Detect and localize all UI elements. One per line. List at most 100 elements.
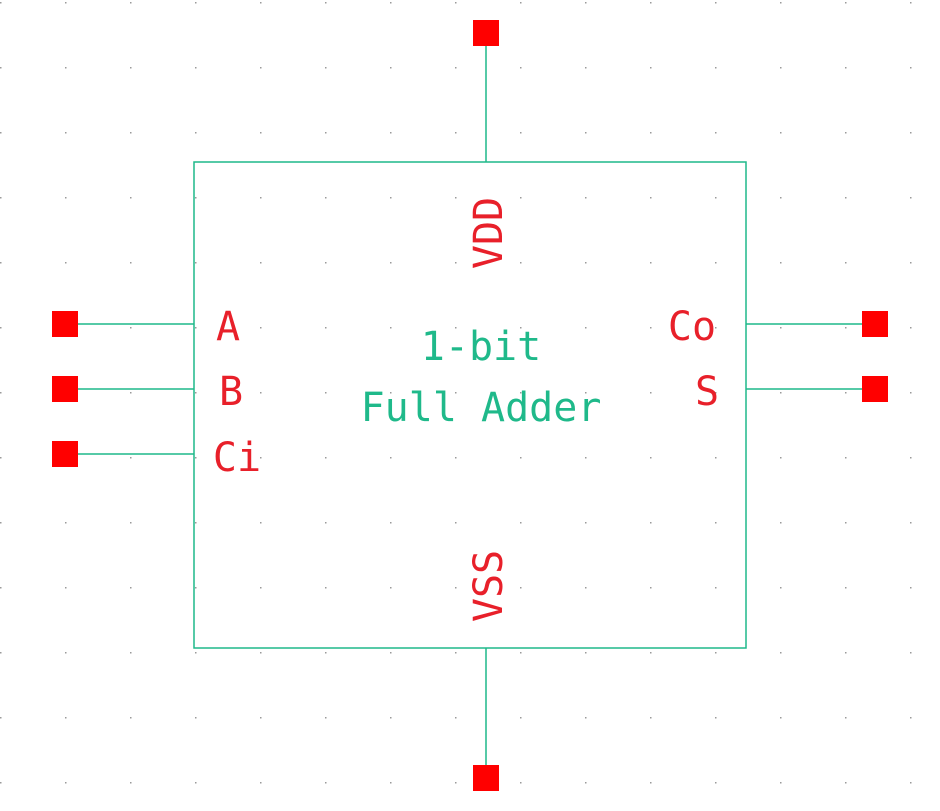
grid-dot xyxy=(65,197,67,199)
grid-dot xyxy=(585,327,587,329)
grid-dot xyxy=(195,132,197,134)
grid-dot xyxy=(650,717,652,719)
grid-dot xyxy=(0,197,2,199)
pin-marker-ci[interactable] xyxy=(52,441,78,467)
grid-dot xyxy=(715,587,717,589)
pin-label-s: S xyxy=(695,369,719,415)
pin-marker-co[interactable] xyxy=(862,311,888,337)
grid-dot xyxy=(780,2,782,4)
grid-dot xyxy=(585,522,587,524)
grid-dot xyxy=(325,652,327,654)
grid-dot xyxy=(0,2,2,4)
grid-dot xyxy=(390,392,392,394)
grid-dots xyxy=(0,2,912,784)
grid-dot xyxy=(130,392,132,394)
grid-dot xyxy=(195,327,197,329)
grid-dot xyxy=(0,782,2,784)
grid-dot xyxy=(0,327,2,329)
grid-dot xyxy=(0,457,2,459)
grid-dot xyxy=(780,717,782,719)
grid-dot xyxy=(65,587,67,589)
grid-dot xyxy=(390,262,392,264)
grid-dot xyxy=(910,197,912,199)
grid-dot xyxy=(650,652,652,654)
grid-dot xyxy=(910,67,912,69)
grid-dot xyxy=(715,67,717,69)
grid-dot xyxy=(910,262,912,264)
pin-marker-b[interactable] xyxy=(52,376,78,402)
grid-dot xyxy=(0,652,2,654)
grid-dot xyxy=(260,67,262,69)
grid-dot xyxy=(325,457,327,459)
grid-dot xyxy=(650,587,652,589)
grid-dot xyxy=(650,522,652,524)
grid-dot xyxy=(325,132,327,134)
grid-dot xyxy=(390,587,392,589)
grid-dot xyxy=(520,652,522,654)
grid-dot xyxy=(845,262,847,264)
grid-dot xyxy=(65,522,67,524)
grid-dot xyxy=(650,132,652,134)
grid-dot xyxy=(715,717,717,719)
grid-dot xyxy=(585,457,587,459)
grid-dot xyxy=(780,457,782,459)
grid-dot xyxy=(390,652,392,654)
grid-dot xyxy=(260,782,262,784)
grid-dot xyxy=(715,197,717,199)
grid-dot xyxy=(260,2,262,4)
grid-dot xyxy=(130,717,132,719)
grid-dot xyxy=(390,782,392,784)
grid-dot xyxy=(715,2,717,4)
grid-dot xyxy=(715,132,717,134)
grid-dot xyxy=(260,457,262,459)
grid-dot xyxy=(390,717,392,719)
grid-dot xyxy=(845,587,847,589)
grid-dot xyxy=(195,2,197,4)
grid-dot xyxy=(65,67,67,69)
grid-dot xyxy=(780,327,782,329)
grid-dot xyxy=(780,67,782,69)
grid-dot xyxy=(130,522,132,524)
grid-dot xyxy=(715,457,717,459)
grid-dot xyxy=(520,717,522,719)
grid-dot xyxy=(65,652,67,654)
grid-dot xyxy=(845,652,847,654)
grid-dot xyxy=(910,327,912,329)
grid-dot xyxy=(585,587,587,589)
grid-dot xyxy=(130,327,132,329)
symbol-title-line2: Full Adder xyxy=(361,385,602,431)
grid-dot xyxy=(780,782,782,784)
pin-marker-a[interactable] xyxy=(52,311,78,337)
grid-dot xyxy=(845,327,847,329)
grid-dot xyxy=(845,197,847,199)
grid-dot xyxy=(390,522,392,524)
grid-dot xyxy=(0,392,2,394)
grid-dot xyxy=(650,197,652,199)
grid-dot xyxy=(0,522,2,524)
pin-marker-vdd[interactable] xyxy=(473,20,499,46)
grid-dot xyxy=(455,782,457,784)
grid-dot xyxy=(325,587,327,589)
grid-dot xyxy=(260,652,262,654)
pin-marker-s[interactable] xyxy=(862,376,888,402)
pin-label-ci: Ci xyxy=(213,435,261,481)
grid-dot xyxy=(260,132,262,134)
grid-dot xyxy=(390,2,392,4)
grid-dot xyxy=(845,717,847,719)
grid-dot xyxy=(845,782,847,784)
symbol-body[interactable] xyxy=(193,161,747,649)
grid-dot xyxy=(455,197,457,199)
grid-dot xyxy=(520,522,522,524)
grid-dot xyxy=(715,392,717,394)
pin-marker-vss[interactable] xyxy=(473,765,499,791)
grid-dot xyxy=(455,132,457,134)
grid-dot xyxy=(780,262,782,264)
grid-dot xyxy=(455,327,457,329)
grid-dot xyxy=(650,67,652,69)
grid-dot xyxy=(520,782,522,784)
grid-dot xyxy=(650,782,652,784)
grid-dot xyxy=(910,587,912,589)
pin-label-a: A xyxy=(216,304,240,350)
grid-dot xyxy=(780,522,782,524)
grid-dot xyxy=(195,457,197,459)
